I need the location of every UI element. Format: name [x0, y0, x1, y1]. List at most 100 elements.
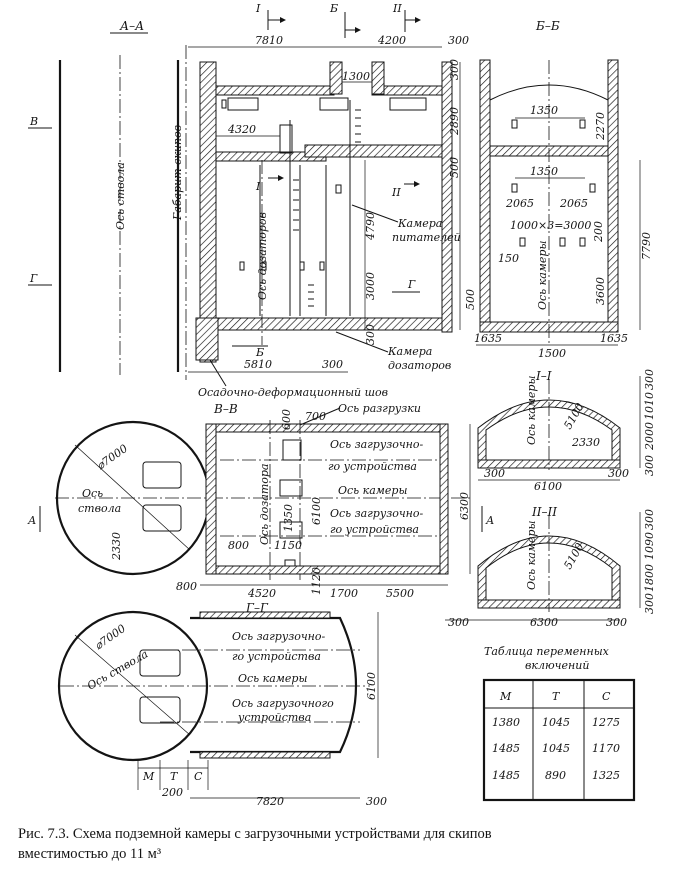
dim-bb-500: 500: [464, 289, 477, 310]
dim-500: 500: [448, 157, 461, 178]
cut-mark-g: Г: [29, 272, 38, 285]
dim-bb-200: 200: [592, 221, 605, 243]
section-ii-ii: II–II Ось камеры 5100 300 1090 1800 300 …: [445, 505, 656, 629]
dim-vv-6100: 6100: [310, 497, 323, 525]
label-settlement-joint: Осадочно-деформационный шов: [198, 386, 388, 399]
dim-4790: 4790: [364, 212, 377, 241]
table-header-m: М: [499, 690, 512, 703]
dim-i-300a: 300: [643, 369, 656, 390]
title-bb: Б–Б: [535, 19, 560, 33]
label-gg-loader-2b: устройства: [237, 711, 311, 724]
table-cell-0-0: 1380: [492, 716, 520, 729]
label-gg-loader-1a: Ось загрузочно-: [232, 630, 326, 643]
section-vv: В–В Ось ствола ⌀7000 Ось загрузочно- го …: [27, 402, 494, 600]
dim-i-300d: 300: [608, 467, 629, 480]
dim-i-2000: 2000: [643, 422, 656, 451]
title-vv: В–В: [213, 402, 238, 416]
label-shaft-axis: Ось ствола: [114, 162, 127, 230]
dim-bb-150: 150: [498, 252, 519, 265]
section-i-i: I–I Ось камеры 5100 2330 300 1010 2000 3…: [477, 369, 656, 493]
dim-300-top: 300: [448, 34, 469, 47]
dim-ii-5100: 5100: [561, 541, 586, 572]
dim-bb-1635b: 1635: [600, 332, 628, 345]
dim-ii-300d: 300: [606, 616, 627, 629]
label-dosers-axis-plan: Ось дозатора: [258, 464, 271, 545]
dim-4320: 4320: [227, 123, 256, 136]
wall-left: [199, 61, 217, 363]
dim-bb-2270: 2270: [594, 112, 607, 141]
dim-2890: 2890: [448, 107, 461, 136]
shaft-circle-gg: [57, 610, 209, 762]
label-chamber-axis-i: Ось камеры: [525, 376, 538, 445]
cut-mark-a-right: А: [485, 514, 494, 527]
label-feeders-chamber-1: Камера: [397, 217, 442, 230]
label-chamber-axis-ii: Ось камеры: [525, 521, 538, 590]
label-mtc-m: М: [142, 770, 155, 783]
label-gg-chamber: Ось камеры: [238, 672, 307, 685]
dim-vv-5500: 5500: [386, 587, 414, 600]
dim-ii-1090: 1090: [643, 532, 656, 560]
table-cell-2-1: 890: [545, 769, 566, 782]
title-ii-ii: II–II: [531, 505, 557, 519]
dim-bb-1500: 1500: [538, 347, 566, 360]
dim-bb-2065b: 2065: [559, 197, 588, 210]
dim-vv-700: 700: [305, 410, 326, 423]
label-mtc-c: С: [194, 770, 203, 783]
dim-i-6100: 6100: [534, 480, 562, 493]
dim-ii-300b: 300: [643, 593, 656, 614]
label-loader-axis-b2: го устройства: [330, 523, 419, 536]
dim-3000: 3000: [364, 272, 377, 300]
dim-bb-1635a: 1635: [474, 332, 502, 345]
wall-right: [441, 61, 453, 333]
dim-4200: 4200: [377, 34, 406, 47]
dim-7810: 7810: [255, 34, 283, 47]
table-cell-0-2: 1275: [592, 716, 620, 729]
dim-i-1010: 1010: [643, 392, 656, 420]
dim-300-bottom: 300: [322, 358, 343, 371]
caption-line-1: Рис. 7.3. Схема подземной камеры с загру…: [18, 826, 492, 842]
cut-mark-b-top: Б: [329, 2, 338, 15]
table-cell-1-2: 1170: [592, 742, 620, 755]
cut-mark-ii-top: II: [392, 2, 402, 15]
title-i-i: I–I: [535, 369, 552, 383]
dim-vv-800a: 800: [228, 539, 249, 552]
table-header-t: Т: [552, 690, 561, 703]
cut-mark-b-bottom: Б: [255, 346, 264, 359]
label-chamber-axis-vv: Ось камеры: [338, 484, 407, 497]
dim-vv-1150: 1150: [274, 539, 302, 552]
label-loader-axis-a1: Ось загрузочно-: [330, 438, 424, 451]
dim-gg-6100: 6100: [365, 672, 378, 700]
dim-bb-7790: 7790: [640, 232, 653, 260]
cut-mark-a-left: А: [27, 514, 36, 527]
cut-mark-i-mid: I: [255, 180, 261, 193]
dim-i-2330: 2330: [571, 436, 600, 449]
label-dosers-chamber-2: дозаторов: [388, 359, 451, 372]
label-chamber-axis-bb: Ось камеры: [536, 241, 549, 310]
table-header-c: С: [602, 690, 611, 703]
table-title-1: Таблица переменных: [484, 645, 610, 658]
table-cell-1-1: 1045: [542, 742, 570, 755]
roof-upper: [215, 85, 335, 96]
dim-vv-4520: 4520: [247, 587, 276, 600]
label-shaft-plan-1: Ось: [82, 487, 103, 500]
section-bb: Б–Б Ось камеры 1350 2270 1350 2065 2065 …: [464, 19, 653, 360]
table-title-2: включений: [525, 659, 589, 672]
table-cell-0-1: 1045: [542, 716, 570, 729]
dim-vv-600: 600: [280, 409, 293, 430]
dim-i-300b: 300: [643, 455, 656, 476]
label-feeders-chamber-2: питателей: [392, 231, 461, 244]
dim-gg-300: 300: [366, 795, 387, 808]
title-aa: А–А: [119, 19, 144, 33]
dim-bb-2065a: 2065: [505, 197, 534, 210]
label-dosers-chamber-1: Камера: [387, 345, 432, 358]
cut-mark-i-top: I: [255, 2, 261, 15]
variables-table: Таблица переменных включений М Т С 1380 …: [482, 645, 636, 802]
dim-vv-1700: 1700: [330, 587, 358, 600]
dim-gg-7820: 7820: [256, 795, 284, 808]
cut-mark-ii-mid: II: [391, 186, 401, 199]
floor: [215, 317, 443, 331]
dim-bb-3600: 3600: [594, 277, 607, 305]
dim-ii-300a: 300: [643, 509, 656, 530]
